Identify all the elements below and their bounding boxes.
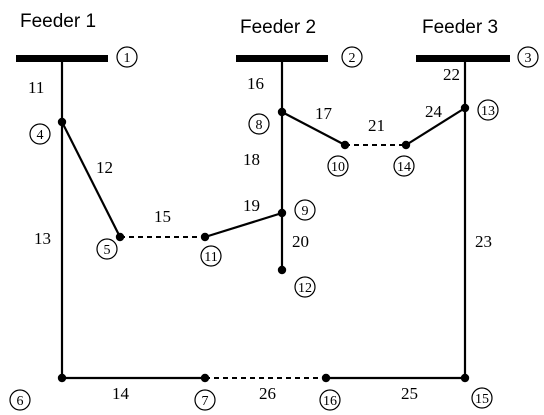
svg-text:14: 14 (397, 160, 411, 175)
node-14-dot (401, 140, 411, 150)
branch-19-label: 19 (243, 196, 260, 215)
branch-24-line (405, 107, 466, 146)
node-7-dot (200, 373, 210, 383)
branch-15-label: 15 (154, 207, 171, 226)
bus-2-number: 2 (341, 46, 363, 68)
node-8-dot (277, 107, 287, 117)
node-13-dot (460, 103, 470, 113)
node-14-number: 14 (393, 155, 415, 177)
node-12-dot (277, 265, 287, 275)
branch-24-label: 24 (425, 102, 443, 121)
svg-text:13: 13 (481, 104, 495, 119)
svg-text:10: 10 (331, 160, 345, 175)
svg-text:15: 15 (475, 392, 489, 407)
node-9-dot (277, 208, 287, 218)
node-5-number: 5 (96, 238, 118, 260)
f1-title: Feeder 1 (20, 11, 96, 32)
branch-17-line (281, 111, 346, 146)
node-8-number: 8 (248, 113, 270, 135)
branch-22-label: 22 (443, 65, 460, 84)
bus-1-number: 1 (116, 46, 138, 68)
svg-text:5: 5 (104, 243, 111, 258)
node-7-number: 7 (194, 389, 216, 411)
node-11-dot (200, 232, 210, 242)
svg-text:6: 6 (17, 394, 24, 409)
svg-text:8: 8 (256, 118, 263, 133)
f1-bus-bar (16, 55, 108, 62)
svg-text:2: 2 (349, 51, 356, 66)
bus-3-number: 3 (517, 46, 539, 68)
node-13-number: 13 (477, 99, 499, 121)
node-4-dot (57, 117, 67, 127)
svg-text:7: 7 (202, 394, 209, 409)
f3-bus-bar (416, 55, 510, 62)
node-4-number: 4 (29, 123, 51, 145)
node-16-number: 16 (319, 389, 341, 411)
branch-14-label: 14 (112, 384, 130, 403)
svg-text:12: 12 (298, 281, 312, 296)
branch-12-line (61, 121, 121, 238)
branch-16-label: 16 (247, 74, 264, 93)
svg-text:1: 1 (124, 51, 131, 66)
branch-21-label: 21 (368, 116, 385, 135)
branch-19-line (204, 211, 283, 239)
node-5-dot (115, 232, 125, 242)
node-10-dot (340, 140, 350, 150)
svg-text:16: 16 (323, 394, 337, 409)
svg-text:11: 11 (204, 250, 217, 265)
f3-title: Feeder 3 (422, 17, 498, 38)
node-16-dot (321, 373, 331, 383)
branch-26-label: 26 (259, 384, 276, 403)
branch-17-label: 17 (315, 104, 333, 123)
node-12-number: 12 (294, 276, 316, 298)
branch-25-label: 25 (401, 384, 418, 403)
node-9-number: 9 (294, 199, 316, 221)
branch-20-label: 20 (292, 232, 309, 251)
branch-11-label: 11 (28, 78, 44, 97)
node-6-dot (57, 373, 67, 383)
f2-bus-bar (236, 55, 328, 62)
node-10-number: 10 (327, 155, 349, 177)
node-15-number: 15 (471, 387, 493, 409)
branch-18-label: 18 (243, 150, 260, 169)
node-15-dot (460, 373, 470, 383)
svg-text:4: 4 (37, 128, 44, 143)
branch-13-label: 13 (34, 229, 51, 248)
branch-12-label: 12 (96, 158, 113, 177)
branch-23-label: 23 (475, 232, 492, 251)
node-11-number: 11 (200, 245, 222, 267)
svg-text:3: 3 (525, 51, 532, 66)
f2-title: Feeder 2 (240, 17, 316, 38)
svg-text:9: 9 (302, 204, 309, 219)
node-6-number: 6 (9, 389, 31, 411)
